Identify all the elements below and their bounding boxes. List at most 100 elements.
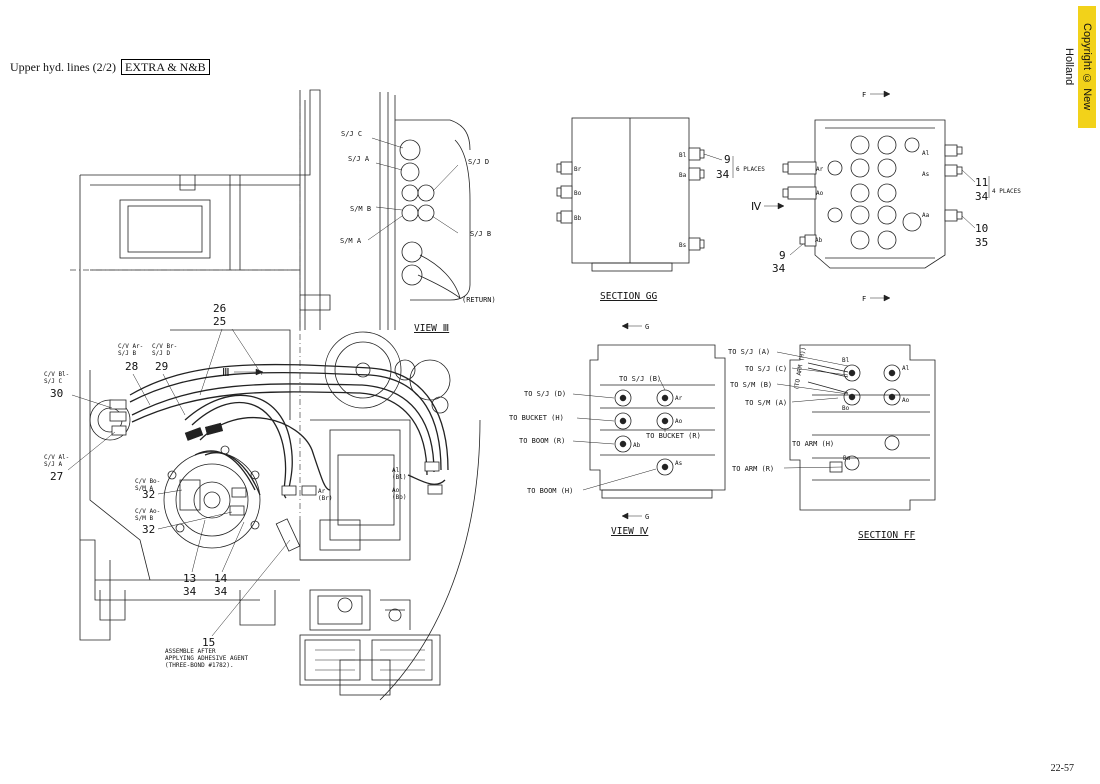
title-text: Upper hyd. lines (2/2) [10, 60, 116, 74]
page-title: Upper hyd. lines (2/2) EXTRA & N&B [10, 59, 210, 75]
section-ff-title: SECTION FF [858, 530, 915, 541]
view-iii-detail: S/J C S/J A S/J D S/M B S/M A S/J B (RET… [340, 95, 496, 334]
callout-30: 30 [50, 387, 63, 400]
svg-text:(Bo): (Bo) [392, 494, 406, 501]
svg-text:C/V Al-: C/V Al- [44, 454, 69, 461]
arrow-label-iii: Ⅲ [222, 366, 230, 379]
svg-text:TO ARM (H): TO ARM (H) [792, 440, 834, 448]
machine-frame [70, 89, 481, 701]
svg-text:Al: Al [902, 365, 910, 372]
svg-text:Ab: Ab [633, 442, 641, 449]
svg-text:C/V Br-: C/V Br- [152, 343, 177, 350]
svg-text:TO S/M (B): TO S/M (B) [730, 381, 772, 389]
svg-text:Bl: Bl [842, 357, 850, 364]
svg-text:Ar: Ar [675, 395, 683, 402]
callout-27: 27 [50, 470, 63, 483]
svg-text:TO S/J (C): TO S/J (C) [745, 365, 787, 373]
svg-text:(RETURN): (RETURN) [462, 296, 496, 304]
variant-tag: EXTRA & N&B [120, 59, 210, 75]
assembly-note-line-2: APPLYING ADHESIVE AGENT [165, 655, 248, 662]
callout-34-a: 34 [183, 585, 197, 598]
svg-text:As: As [922, 171, 930, 178]
callout-26: 26 [213, 302, 226, 315]
svg-text:TO S/J (B): TO S/J (B) [619, 375, 661, 383]
svg-text:S/J B: S/J B [470, 230, 491, 238]
svg-text:G: G [645, 323, 649, 331]
svg-text:TO S/J (A): TO S/J (A) [728, 348, 770, 356]
port-fittings-left [556, 147, 705, 251]
svg-text:TO BUCKET (R): TO BUCKET (R) [646, 432, 701, 440]
svg-text:34: 34 [975, 190, 989, 203]
left-callouts: 26 25 28 29 30 27 32 32 13 34 14 34 15 Ⅲ… [44, 302, 406, 669]
callout-28: 28 [125, 360, 138, 373]
svg-text:Ar: Ar [816, 166, 824, 173]
svg-text:Bo: Bo [842, 405, 850, 412]
svg-text:Ao: Ao [816, 190, 824, 197]
svg-text:34: 34 [772, 262, 786, 275]
svg-text:S/M A: S/M A [135, 485, 153, 492]
svg-text:Al: Al [392, 467, 400, 474]
svg-text:Bs: Bs [679, 242, 687, 249]
svg-text:TO BUCKET (H): TO BUCKET (H) [509, 414, 564, 422]
svg-text:S/M A: S/M A [340, 237, 362, 245]
svg-text:Ao: Ao [675, 418, 683, 425]
svg-text:F: F [862, 91, 866, 99]
svg-text:TO S/J (D): TO S/J (D) [524, 390, 566, 398]
hydraulic-hoses [109, 363, 449, 552]
svg-text:(Br): (Br) [318, 495, 332, 502]
svg-text:(Bl): (Bl) [392, 474, 406, 481]
callout-14: 14 [214, 572, 228, 585]
svg-text:6 PLACES: 6 PLACES [736, 166, 765, 173]
svg-text:TO BOOM (R): TO BOOM (R) [519, 437, 565, 445]
svg-text:As: As [675, 460, 683, 467]
svg-text:Bl: Bl [679, 152, 687, 159]
callout-15: 15 [202, 636, 215, 649]
svg-text:TO ARM (R): TO ARM (R) [732, 465, 774, 473]
svg-text:G: G [645, 513, 649, 521]
svg-text:S/J C: S/J C [44, 378, 62, 385]
svg-text:Ar: Ar [318, 488, 326, 495]
view-iv-title: VIEW Ⅳ [611, 526, 650, 537]
svg-text:11: 11 [975, 176, 988, 189]
page-number: 22-57 [1050, 763, 1074, 774]
svg-text:Ao: Ao [902, 397, 910, 404]
svg-text:4 PLACES: 4 PLACES [992, 188, 1021, 195]
svg-text:S/J B: S/J B [118, 350, 136, 357]
section-gg-title: SECTION GG [600, 291, 657, 302]
svg-text:Al: Al [922, 150, 930, 157]
svg-text:Bo: Bo [574, 190, 582, 197]
svg-text:35: 35 [975, 236, 988, 249]
svg-text:C/V Ar-: C/V Ar- [118, 343, 143, 350]
svg-text:C/V Bo-: C/V Bo- [135, 478, 160, 485]
svg-text:Bb: Bb [574, 215, 582, 222]
callout-13: 13 [183, 572, 196, 585]
svg-text:9: 9 [779, 249, 786, 262]
svg-text:Aa: Aa [922, 212, 930, 219]
svg-text:S/J C: S/J C [341, 130, 362, 138]
svg-text:10: 10 [975, 222, 988, 235]
svg-text:Ao: Ao [392, 487, 400, 494]
callout-25: 25 [213, 315, 226, 328]
svg-text:Ba: Ba [679, 172, 687, 179]
callout-32-top: 32 [142, 488, 155, 501]
svg-text:S/J A: S/J A [44, 461, 62, 468]
svg-text:C/V Bl-: C/V Bl- [44, 371, 69, 378]
copyright-banner: Copyright © New Holland [1063, 6, 1096, 128]
svg-text:TO S/M (A): TO S/M (A) [745, 399, 787, 407]
assembly-note-line-3: (THREE-BOND #1782). [165, 662, 234, 669]
callout-32-bottom: 32 [142, 523, 155, 536]
assembly-note-line-1: ASSEMBLE AFTER [165, 648, 216, 655]
svg-text:S/J D: S/J D [152, 350, 170, 357]
svg-text:S/J D: S/J D [468, 158, 489, 166]
svg-text:F: F [862, 295, 866, 303]
callout-34-b: 34 [214, 585, 228, 598]
svg-text:Ab: Ab [815, 237, 823, 244]
callout-9-gg: 9 [724, 153, 731, 166]
section-ff: Bl Al Bo Ao Ba TO S/J (A) TO S/J (C) TO … [728, 344, 936, 541]
view-iv-arrow-label: Ⅳ [751, 200, 762, 213]
svg-text:S/J A: S/J A [348, 155, 370, 163]
svg-text:S/M B: S/M B [350, 205, 371, 213]
callout-29: 29 [155, 360, 168, 373]
section-gg: Br Bo Bb Bl Ba Bs 9 34 6 PLACES SECTION … [556, 117, 765, 302]
